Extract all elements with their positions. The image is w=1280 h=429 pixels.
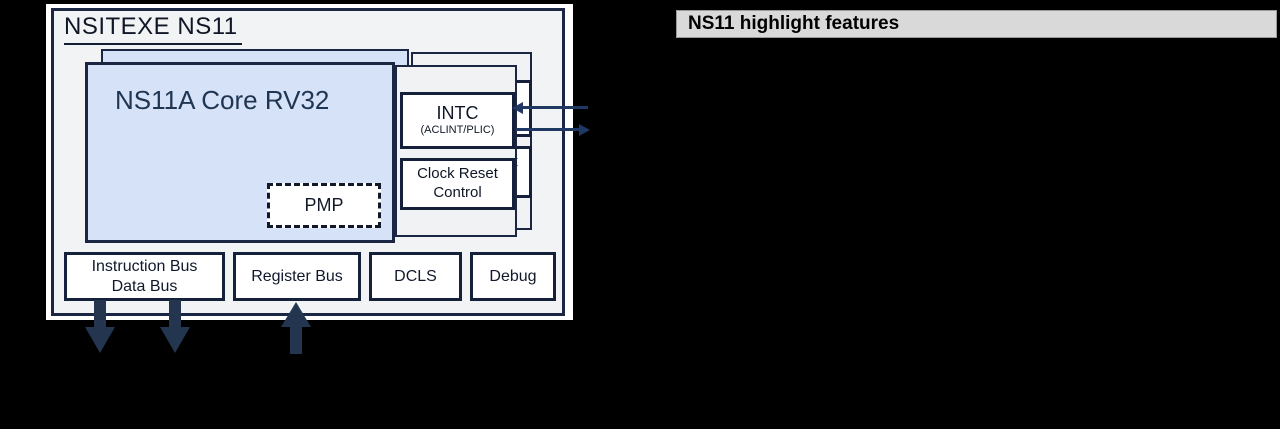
peripheral-panel [395, 65, 517, 237]
data-bus-down-arrow [169, 300, 181, 327]
debug-label: Debug [489, 267, 537, 285]
data-bus-down-arrowhead-icon [160, 327, 190, 353]
interrupt-in-arrow [520, 106, 588, 109]
clock-reset-line2: Control [433, 184, 482, 201]
core-label: NS11A Core RV32 [115, 85, 330, 115]
instruction-bus-down-arrow [94, 300, 106, 327]
debug-box: Debug [470, 252, 556, 301]
interrupt-out-arrowhead-icon [579, 124, 590, 136]
core-box: NS11A Core RV32 [85, 62, 395, 243]
clock-reset-box: Clock Reset Control [400, 158, 515, 210]
instruction-bus-down-arrowhead-icon [85, 327, 115, 353]
instruction-bus-label: Instruction Bus [91, 257, 198, 275]
diagram-title: NSITEXE NS11 [64, 13, 242, 45]
diagram-title-text: NSITEXE NS11 [64, 13, 242, 45]
register-bus-up-arrow [290, 327, 302, 354]
instruction-data-bus-box: Instruction Bus Data Bus [64, 252, 225, 301]
clock-reset-line1: Clock Reset [417, 165, 498, 183]
intc-box: INTC (ACLINT/PLIC) [400, 92, 515, 149]
pmp-label: PMP [304, 195, 344, 215]
highlight-features-header: NS11 highlight features [676, 10, 1277, 38]
register-bus-up-arrowhead-icon [281, 302, 311, 327]
interrupt-out-arrow [516, 128, 580, 131]
interrupt-in-arrowhead-icon [512, 102, 523, 114]
highlight-features-title: NS11 highlight features [688, 13, 900, 34]
intc-sublabel: (ACLINT/PLIC) [420, 123, 495, 136]
register-bus-label: Register Bus [251, 267, 343, 285]
dcls-label: DCLS [394, 267, 437, 285]
register-bus-box: Register Bus [233, 252, 361, 301]
pmp-box: PMP [267, 183, 381, 228]
intc-label: INTC [436, 103, 479, 123]
dcls-box: DCLS [369, 252, 462, 301]
data-bus-label: Data Bus [111, 277, 178, 295]
